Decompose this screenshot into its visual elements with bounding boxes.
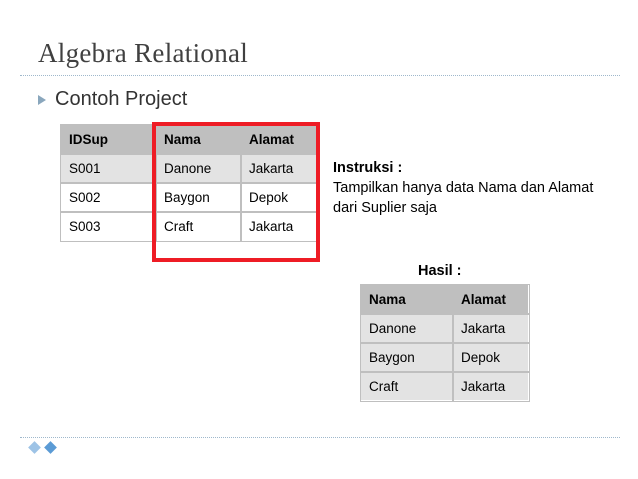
cell-nama: Danone — [359, 312, 454, 344]
page-title: Algebra Relational — [38, 38, 249, 68]
column-header-nama: Nama — [359, 283, 454, 315]
cell-nama: Craft — [359, 370, 454, 402]
column-header-alamat: Alamat — [451, 283, 530, 315]
cell-idsup: S002 — [59, 181, 157, 213]
source-table-container: IDSup Nama Alamat S001 Danone Jakarta S0… — [59, 123, 318, 242]
cell-alamat: Jakarta — [451, 370, 530, 402]
bullet-arrow-icon — [38, 94, 46, 105]
cell-alamat: Jakarta — [451, 312, 530, 344]
cell-nama: Baygon — [154, 181, 242, 213]
bullet-item-label: Contoh Project — [55, 88, 188, 110]
cell-alamat: Jakarta — [239, 210, 318, 242]
cell-nama: Craft — [154, 210, 242, 242]
bullet-item: Contoh Project — [38, 88, 187, 111]
cell-idsup: S001 — [59, 152, 157, 184]
instruction-block: Instruksi : Tampilkan hanya data Nama da… — [333, 158, 623, 218]
cell-alamat: Depok — [239, 181, 318, 213]
table-header-row: Nama Alamat — [359, 283, 530, 315]
footer-decoration — [28, 441, 57, 454]
table-row: Craft Jakarta — [359, 370, 530, 402]
instruction-label: Instruksi : — [333, 160, 403, 176]
column-header-nama: Nama — [154, 123, 242, 155]
diamond-icon — [44, 441, 57, 454]
table-row: Danone Jakarta — [359, 312, 530, 344]
suplier-table: IDSup Nama Alamat S001 Danone Jakarta S0… — [59, 123, 318, 242]
instruction-line-1: Tampilkan hanya data Nama dan Alamat — [333, 180, 594, 196]
table-row: S002 Baygon Depok — [59, 181, 318, 213]
cell-alamat: Jakarta — [239, 152, 318, 184]
footer-divider — [20, 437, 620, 438]
result-label: Hasil : — [418, 263, 462, 279]
table-row: S001 Danone Jakarta — [59, 152, 318, 184]
cell-nama: Baygon — [359, 341, 454, 373]
result-table-container: Nama Alamat Danone Jakarta Baygon Depok … — [359, 283, 530, 402]
cell-idsup: S003 — [59, 210, 157, 242]
title-divider — [20, 75, 620, 76]
hasil-table: Nama Alamat Danone Jakarta Baygon Depok … — [359, 283, 530, 402]
cell-nama: Danone — [154, 152, 242, 184]
diamond-icon — [28, 441, 41, 454]
table-row: S003 Craft Jakarta — [59, 210, 318, 242]
table-row: Baygon Depok — [359, 341, 530, 373]
table-header-row: IDSup Nama Alamat — [59, 123, 318, 155]
column-header-idsup: IDSup — [59, 123, 157, 155]
column-header-alamat: Alamat — [239, 123, 318, 155]
cell-alamat: Depok — [451, 341, 530, 373]
instruction-line-2: dari Suplier saja — [333, 200, 437, 216]
